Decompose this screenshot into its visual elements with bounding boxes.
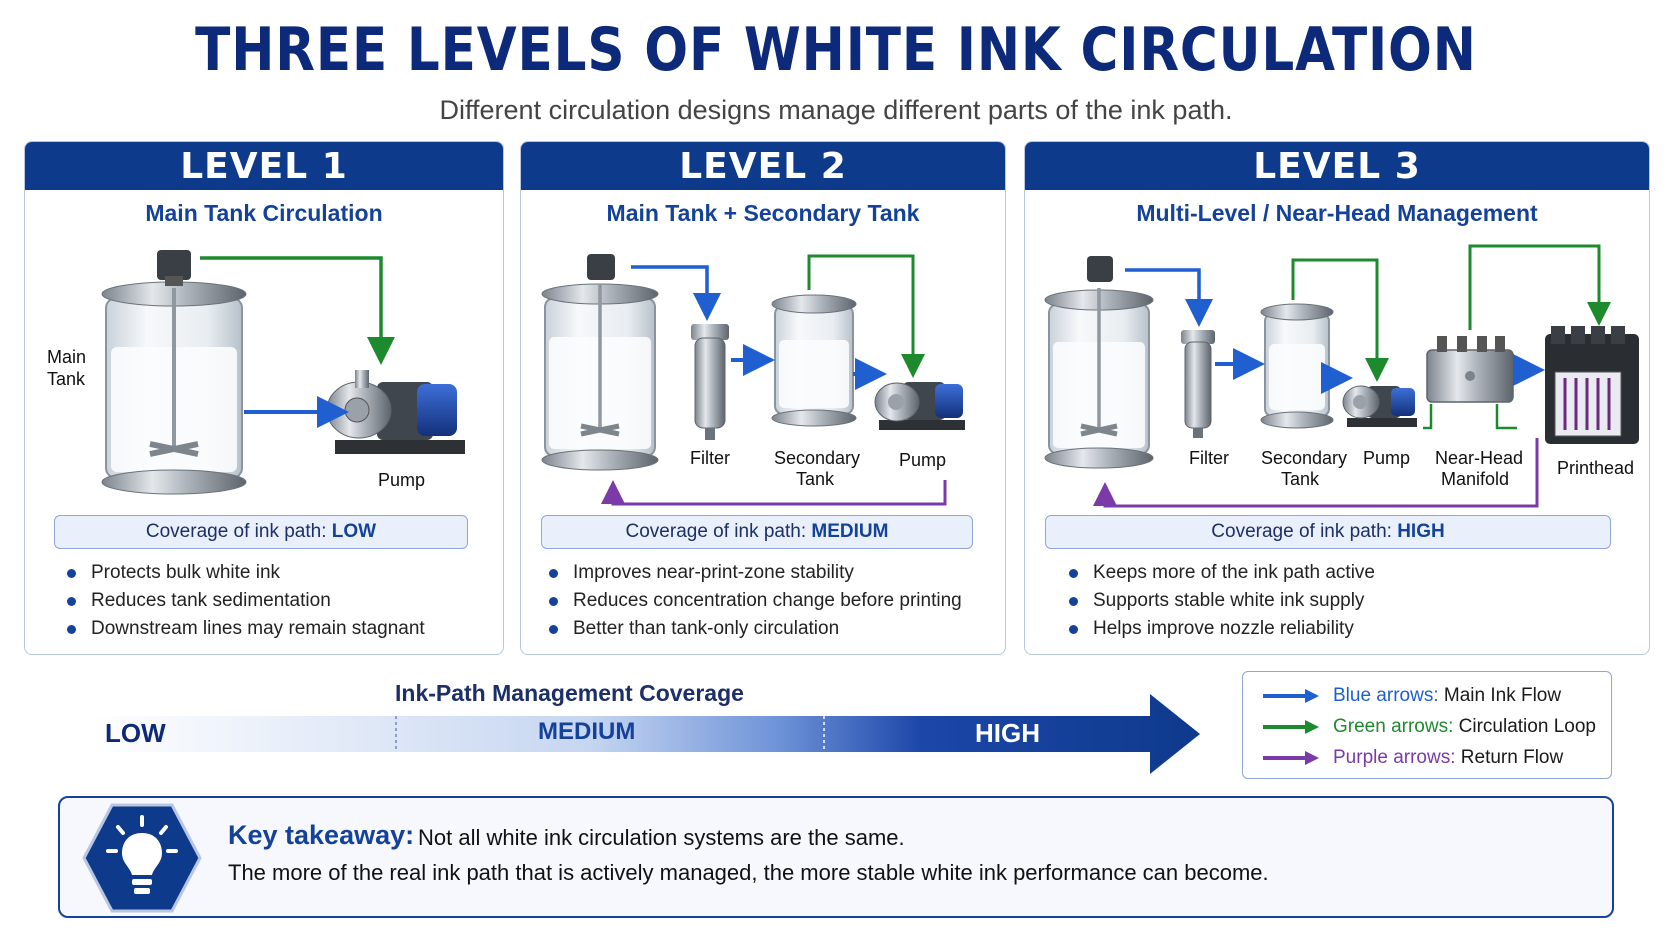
legend-key: Purple arrows:	[1333, 747, 1456, 768]
legend-desc: Main Ink Flow	[1438, 685, 1562, 706]
bullet: Keeps more of the ink path active	[1065, 559, 1375, 587]
pump	[1342, 385, 1417, 427]
coverage-medium-label: MEDIUM	[538, 718, 636, 745]
coverage-prefix: Coverage of ink path:	[625, 521, 812, 542]
legend-blue: Blue arrows: Main Ink Flow	[1243, 681, 1561, 711]
secondary-tank-label-2: Tank	[1281, 469, 1320, 489]
circulation-arrow	[200, 256, 395, 365]
secondary-tank	[1260, 303, 1334, 429]
secondary-tank-label: Secondary	[774, 448, 860, 468]
coverage-bar	[90, 694, 1200, 774]
circulation-arrow	[1423, 404, 1517, 430]
level-1-diagram: Main Tank Pump	[47, 250, 465, 495]
coverage-prefix: Coverage of ink path:	[1211, 521, 1398, 542]
level-2-panel: LEVEL 2 Main Tank + Secondary Tank Filte…	[520, 141, 1006, 655]
bullet: Helps improve nozzle reliability	[1065, 615, 1375, 643]
page-title: THREE LEVELS OF WHITE INK CIRCULATION	[195, 15, 1477, 85]
level-2-subtitle: Main Tank + Secondary Tank	[606, 200, 920, 226]
level-1-panel: LEVEL 1 Main Tank Circulation Main Tank …	[24, 141, 504, 655]
level-3-bullets: Keeps more of the ink path active Suppor…	[1065, 559, 1375, 643]
return-arrow	[1093, 438, 1539, 508]
secondary-tank-label-2: Tank	[796, 469, 835, 489]
return-arrow	[601, 480, 947, 506]
level-1-coverage: Coverage of ink path: LOW	[54, 515, 468, 549]
takeaway-line-1: Not all white ink circulation systems ar…	[418, 825, 905, 850]
purple-arrow-icon	[1263, 751, 1319, 765]
bullet: Reduces concentration change before prin…	[545, 587, 962, 615]
legend-key: Green arrows:	[1333, 716, 1454, 737]
level-2-diagram: Filter Secondary Tank Pump	[541, 254, 965, 506]
coverage-prefix: Coverage of ink path:	[145, 521, 332, 542]
filter-label: Filter	[1189, 448, 1229, 468]
secondary-tank	[771, 294, 857, 427]
lightbulb-icon	[82, 803, 202, 913]
main-tank	[541, 254, 659, 471]
takeaway-heading: Key takeaway:	[228, 820, 415, 850]
level-2-coverage: Coverage of ink path: MEDIUM	[541, 515, 973, 549]
pump-label: Pump	[1363, 448, 1410, 468]
pump	[326, 370, 465, 454]
main-flow-arrow	[631, 265, 721, 321]
bullet: Supports stable white ink supply	[1065, 587, 1375, 615]
circulation-arrow	[1468, 244, 1611, 330]
bullet: Better than tank-only circulation	[545, 615, 962, 643]
filter-label: Filter	[690, 448, 730, 468]
level-3-coverage: Coverage of ink path: HIGH	[1045, 515, 1611, 549]
main-tank	[1044, 256, 1154, 469]
main-tank-label: Main	[47, 347, 86, 367]
pump-label: Pump	[899, 450, 946, 470]
green-arrow-icon	[1263, 720, 1319, 734]
level-1-bullets: Protects bulk white ink Reduces tank sed…	[63, 559, 425, 643]
legend-purple: Purple arrows: Return Flow	[1243, 743, 1563, 773]
legend-key: Blue arrows:	[1333, 685, 1439, 706]
legend: Blue arrows: Main Ink Flow Green arrows:…	[1242, 671, 1612, 779]
bullet: Reduces tank sedimentation	[63, 587, 425, 615]
filter	[1181, 330, 1215, 438]
main-tank	[101, 250, 247, 495]
secondary-tank-label: Secondary	[1261, 448, 1347, 468]
level-3-panel: LEVEL 3 Multi-Level / Near-Head Manageme…	[1024, 141, 1650, 655]
key-takeaway-box: Key takeaway: Not all white ink circulat…	[58, 796, 1614, 918]
level-3-heading: LEVEL 3	[1025, 142, 1649, 190]
coverage-high-label: HIGH	[975, 718, 1040, 748]
coverage-value: HIGH	[1397, 521, 1445, 542]
level-2-bullets: Improves near-print-zone stability Reduc…	[545, 559, 962, 643]
coverage-value: LOW	[331, 521, 377, 542]
bullet: Downstream lines may remain stagnant	[63, 615, 425, 643]
legend-desc: Return Flow	[1455, 747, 1564, 768]
bullet: Protects bulk white ink	[63, 559, 425, 587]
level-3-diagram: Filter Secondary Tank Pump Near-Head Man…	[1044, 244, 1639, 508]
near-head-manifold	[1426, 336, 1514, 403]
level-2-heading: LEVEL 2	[521, 142, 1005, 190]
filter	[691, 324, 729, 440]
main-flow-arrow	[1125, 268, 1213, 327]
pump-label: Pump	[378, 470, 425, 490]
manifold-label-2: Manifold	[1441, 469, 1509, 489]
coverage-bar-title: Ink-Path Management Coverage	[395, 680, 744, 706]
blue-arrow-icon	[1263, 689, 1319, 703]
legend-green: Green arrows: Circulation Loop	[1243, 712, 1596, 742]
main-tank-label-2: Tank	[47, 369, 86, 389]
level-1-subtitle: Main Tank Circulation	[145, 200, 383, 226]
level-3-subtitle: Multi-Level / Near-Head Management	[1136, 200, 1538, 226]
legend-desc: Circulation Loop	[1453, 716, 1596, 737]
circulation-arrow	[807, 254, 925, 378]
takeaway-line-2: The more of the real ink path that is ac…	[228, 860, 1269, 885]
printhead-label: Printhead	[1557, 458, 1634, 478]
coverage-value: MEDIUM	[811, 521, 889, 542]
bullet: Improves near-print-zone stability	[545, 559, 962, 587]
coverage-low-label: LOW	[105, 718, 166, 748]
circulation-arrow	[1291, 258, 1389, 382]
level-1-heading: LEVEL 1	[25, 142, 503, 190]
manifold-label: Near-Head	[1435, 448, 1523, 468]
page-subtitle: Different circulation designs manage dif…	[439, 95, 1233, 125]
printhead	[1545, 326, 1639, 444]
pump	[874, 382, 965, 430]
